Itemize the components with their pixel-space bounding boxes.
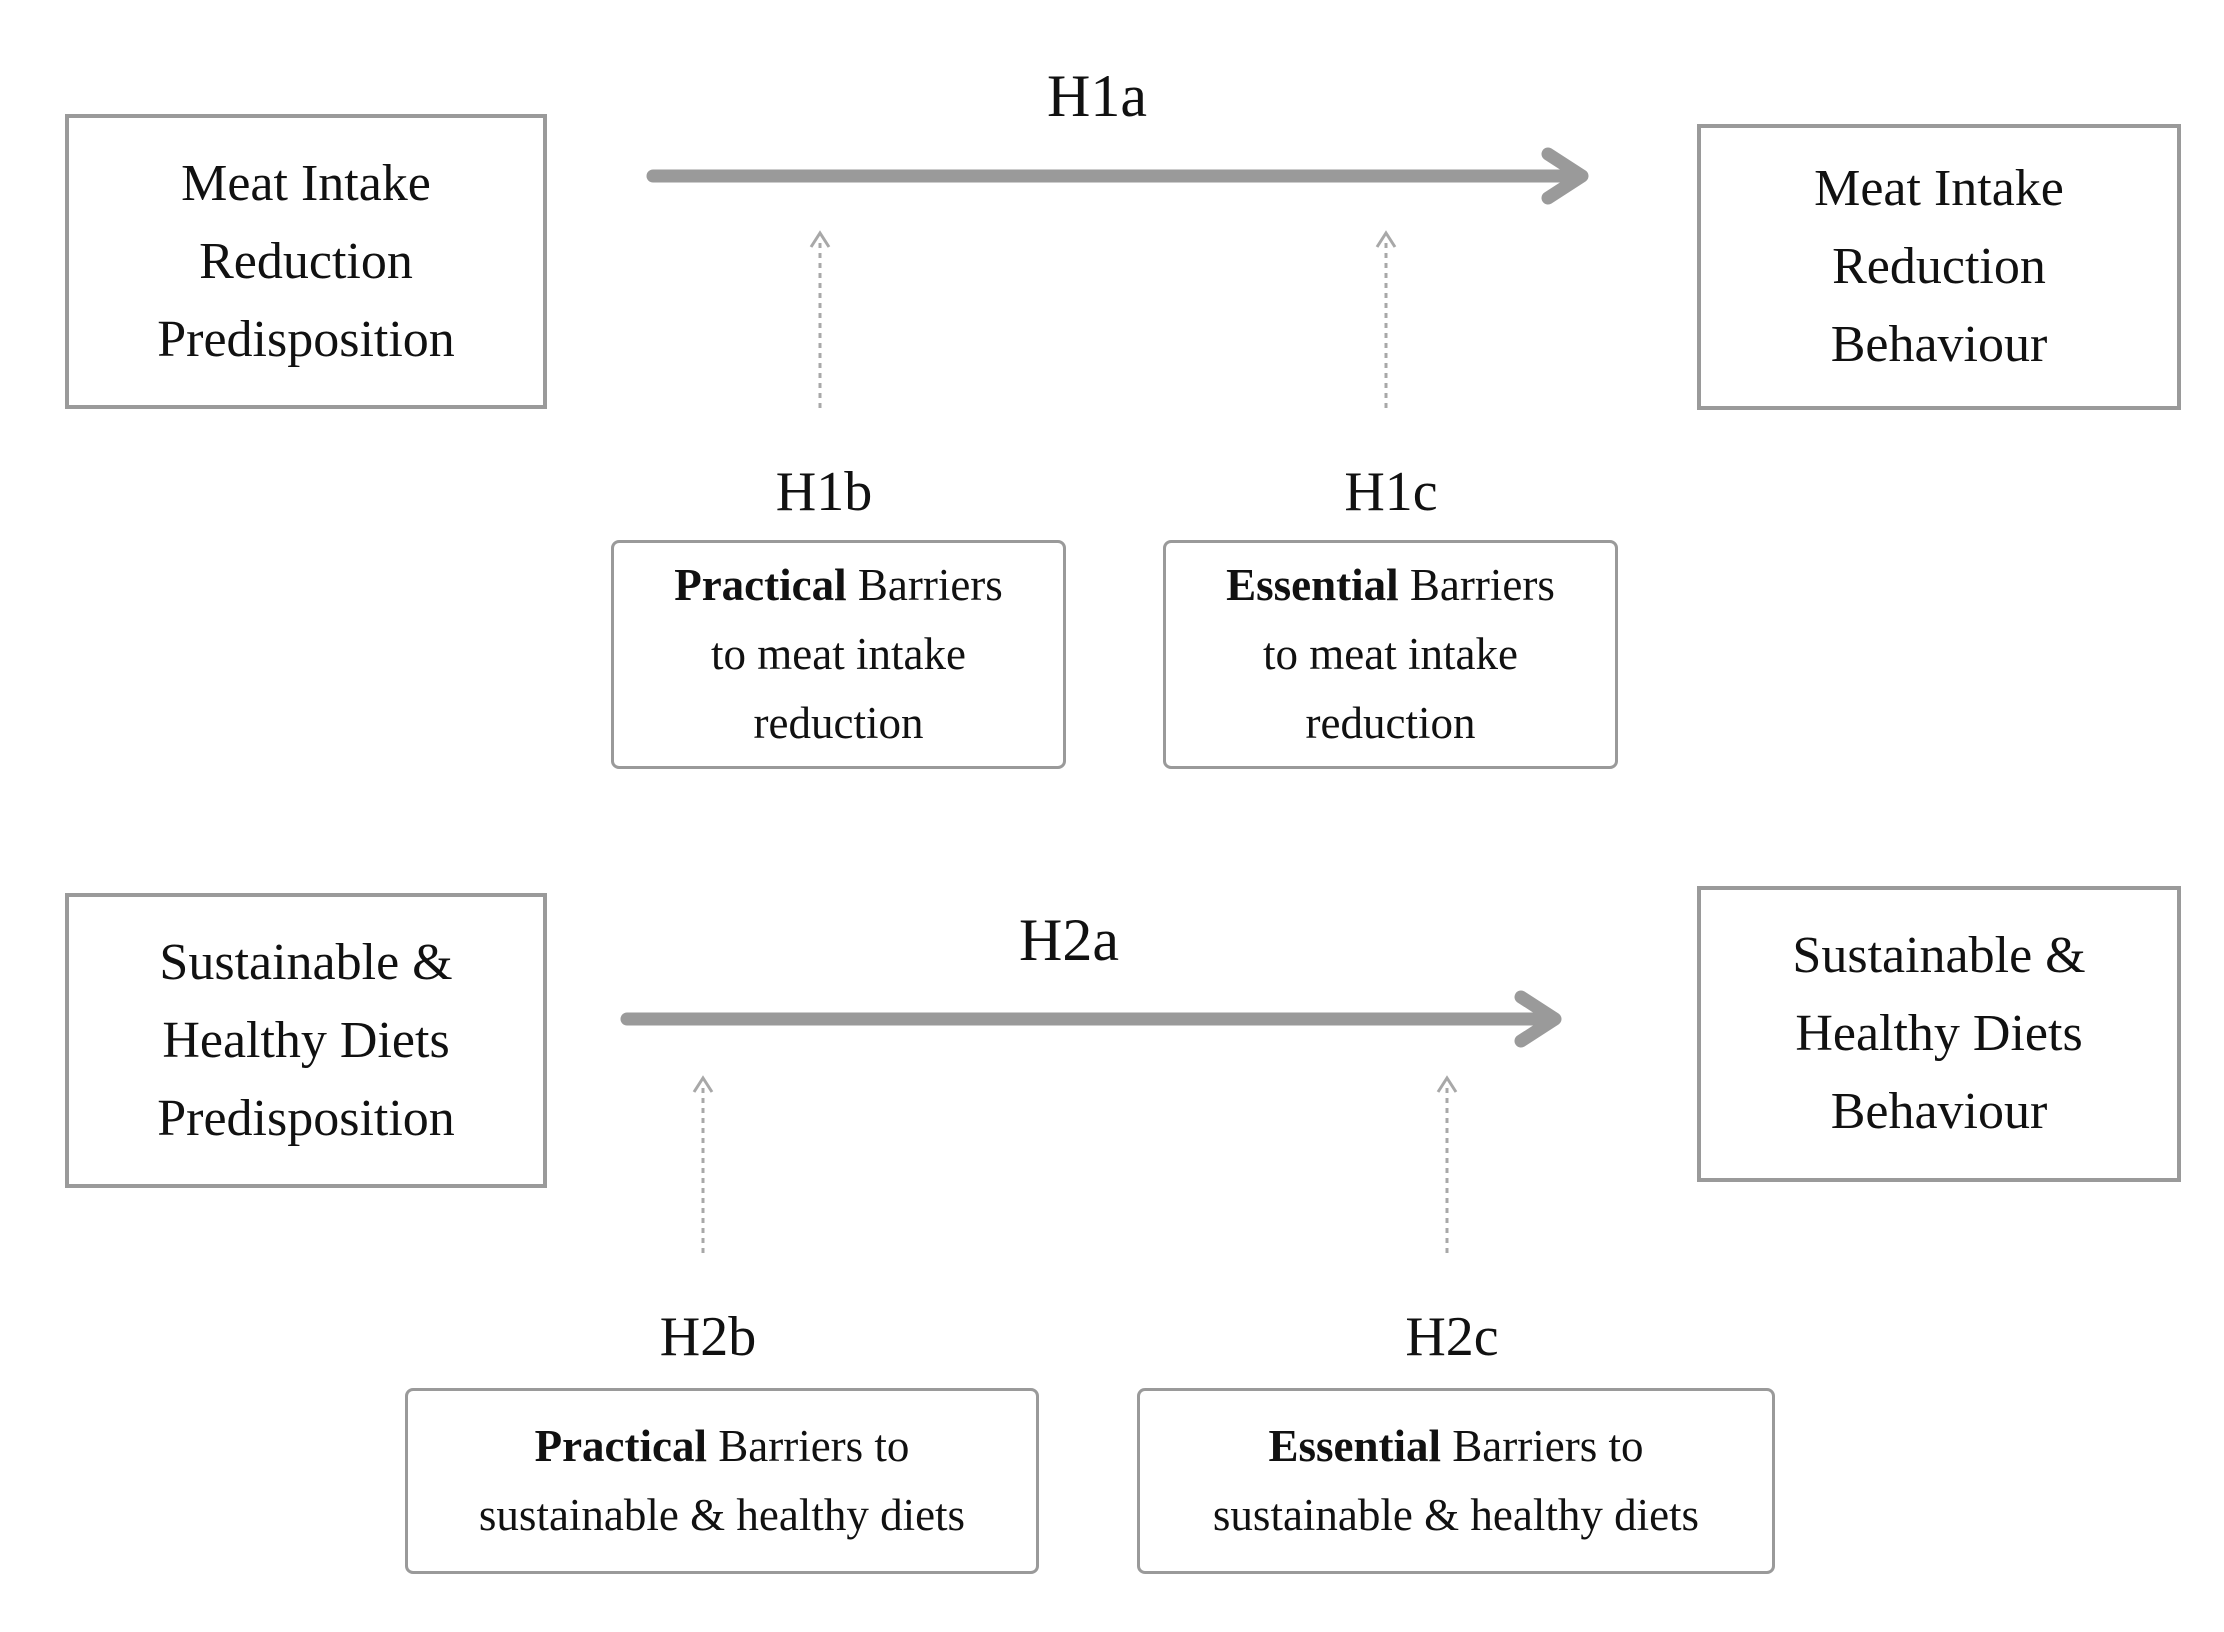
dotted-arrow-h2c (1436, 1075, 1458, 1253)
hypothesis-label-h2c: H2c (1405, 1306, 1499, 1368)
box-text: Barriers to (706, 1421, 910, 1471)
box-line: Practical Barriers (674, 551, 1003, 620)
dotted-arrow-h1c (1375, 230, 1397, 408)
box-line: Healthy Diets (1795, 1005, 2083, 1062)
essential-barriers-meat-box: Essential Barriers to meat intake reduct… (1163, 540, 1618, 769)
box-line: Reduction (199, 232, 413, 290)
hypothesis-label-h1a: H1a (1047, 63, 1147, 129)
box-line: sustainable & healthy diets (478, 1490, 966, 1540)
arrow-h1a (646, 147, 1589, 205)
box-line: Meat Intake (1814, 160, 2064, 217)
box-text: Barriers (846, 560, 1003, 610)
bold-term: Essential (1226, 560, 1399, 610)
box-text: Barriers (1398, 560, 1555, 610)
box-line: Practical Barriers to (535, 1412, 910, 1481)
essential-barriers-diets-box: Essential Barriers to sustainable & heal… (1137, 1388, 1775, 1574)
hypothesis-label-h2a: H2a (1019, 907, 1119, 973)
box-line: Behaviour (1830, 316, 2048, 373)
practical-barriers-meat-box: Practical Barriers to meat intake reduct… (611, 540, 1066, 769)
box-line: Predisposition (157, 310, 455, 368)
dotted-arrow-h2b (692, 1075, 714, 1253)
box-line: Essential Barriers (1226, 551, 1555, 620)
bold-term: Practical (534, 1421, 707, 1471)
box-text: Barriers to (1441, 1421, 1644, 1471)
box-line: Reduction (1832, 238, 2046, 295)
practical-barriers-diets-box: Practical Barriers to sustainable & heal… (405, 1388, 1039, 1574)
box-line: Predisposition (157, 1089, 455, 1147)
box-line: Behaviour (1830, 1083, 2048, 1140)
hypothesis-label-h1b: H1b (775, 461, 873, 523)
bold-term: Essential (1268, 1421, 1442, 1471)
box-line: reduction (753, 698, 924, 748)
hypothesis-label-h2b: H2b (659, 1306, 757, 1368)
box-line: to meat intake (1263, 629, 1518, 679)
box-line: to meat intake (711, 629, 966, 679)
bold-term: Practical (674, 560, 847, 610)
dotted-arrow-h1b (809, 230, 831, 408)
meat-predisposition-box: Meat Intake Reduction Predisposition (65, 114, 547, 409)
hypothesis-label-h1c: H1c (1344, 461, 1438, 523)
box-line: Healthy Diets (162, 1011, 450, 1069)
box-line: Meat Intake (181, 154, 431, 212)
box-line: sustainable & healthy diets (1212, 1490, 1700, 1540)
box-line: Sustainable & (1792, 927, 2086, 984)
diets-behaviour-box: Sustainable & Healthy Diets Behaviour (1697, 886, 2181, 1182)
box-line: Sustainable & (159, 933, 453, 991)
arrow-h2a (620, 990, 1562, 1048)
meat-behaviour-box: Meat Intake Reduction Behaviour (1697, 124, 2181, 410)
box-line: Essential Barriers to (1269, 1412, 1644, 1481)
diets-predisposition-box: Sustainable & Healthy Diets Predispositi… (65, 893, 547, 1188)
box-line: reduction (1305, 698, 1476, 748)
